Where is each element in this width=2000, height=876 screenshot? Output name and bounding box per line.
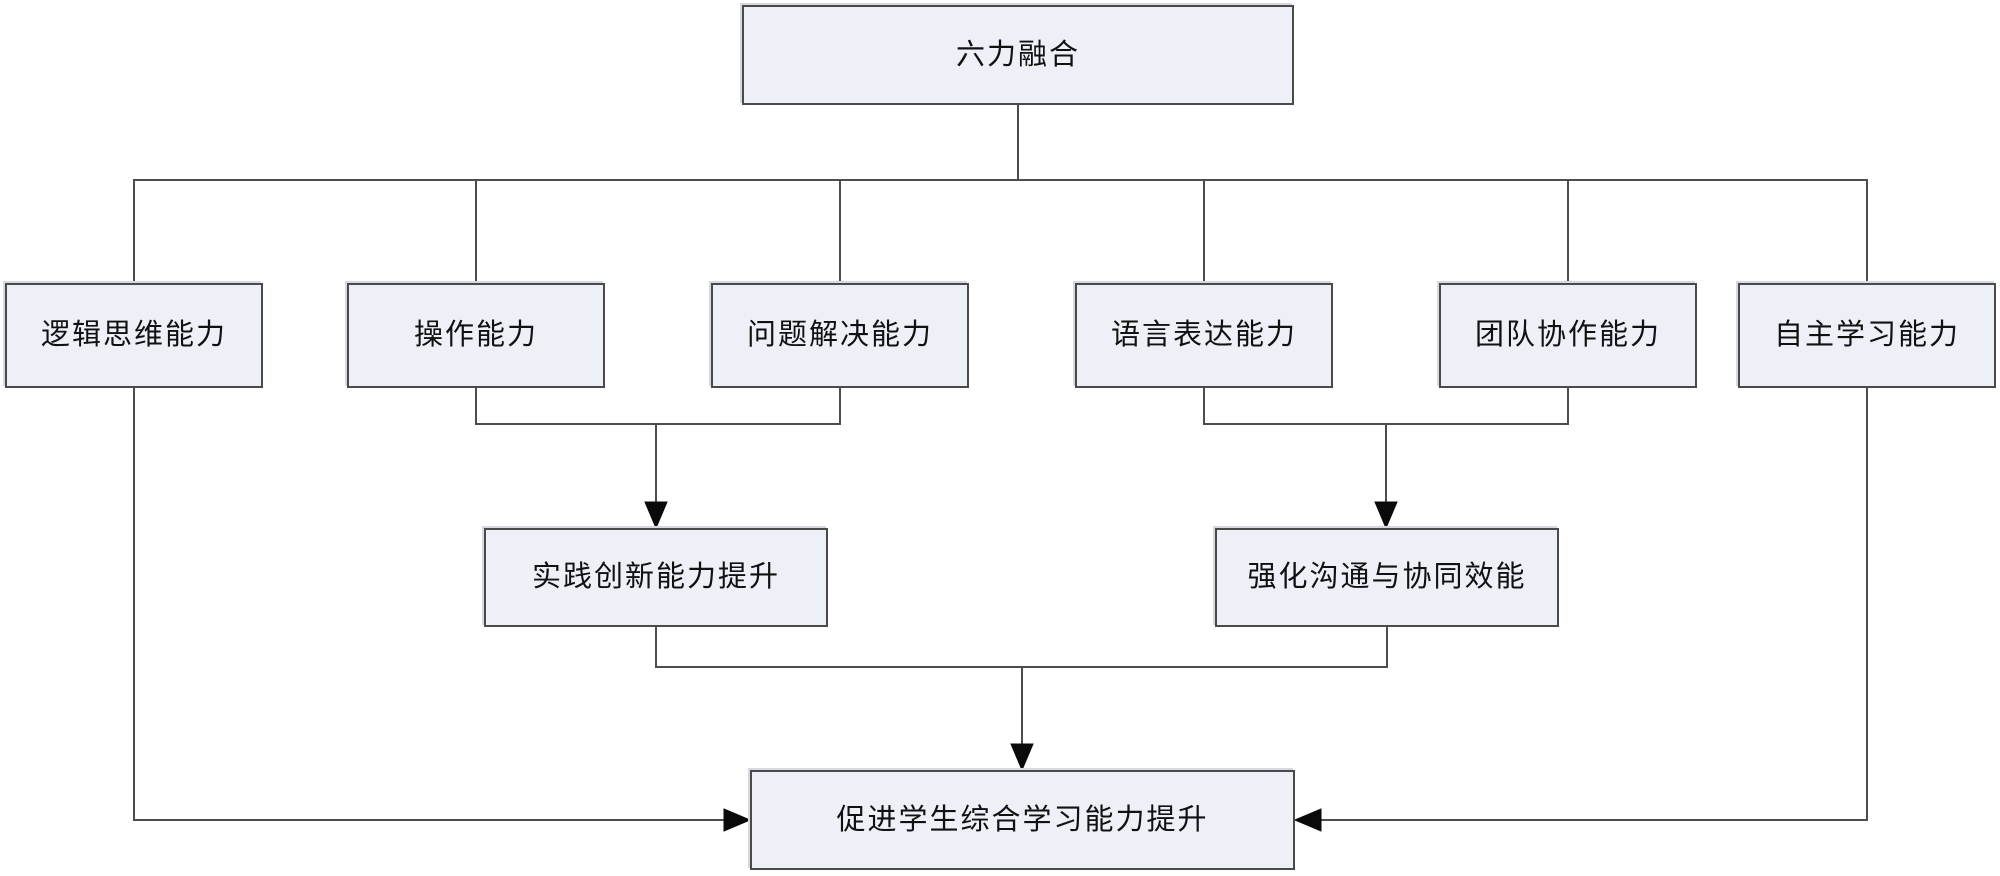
node-practice-innovation-label: 实践创新能力提升 — [531, 561, 780, 594]
node-language-expression: 语言表达能力 — [1075, 283, 1333, 388]
node-communication-synergy-label: 强化沟通与协同效能 — [1247, 561, 1527, 594]
connector-join-operational-problem — [475, 388, 841, 425]
node-communication-synergy: 强化沟通与协同效能 — [1215, 528, 1559, 627]
node-self-directed-learning-label: 自主学习能力 — [1773, 319, 1960, 352]
connector-join-language-team — [1203, 388, 1569, 425]
arrowhead-practice-innovation — [644, 501, 668, 530]
node-operational-ability: 操作能力 — [347, 283, 605, 388]
connector-join-intermediates — [655, 627, 1388, 668]
node-problem-solving-label: 问题解决能力 — [746, 319, 933, 352]
node-practice-innovation: 实践创新能力提升 — [484, 528, 828, 627]
node-self-directed-learning: 自主学习能力 — [1738, 283, 1996, 388]
node-six-forces-fusion-label: 六力融合 — [955, 38, 1080, 71]
node-six-forces-fusion: 六力融合 — [742, 5, 1294, 105]
node-operational-ability-label: 操作能力 — [413, 319, 538, 352]
node-team-collaboration: 团队协作能力 — [1439, 283, 1697, 388]
connector-bus-line — [133, 179, 1868, 283]
node-logical-thinking-label: 逻辑思维能力 — [40, 319, 227, 352]
node-logical-thinking: 逻辑思维能力 — [5, 283, 263, 388]
node-language-expression-label: 语言表达能力 — [1110, 319, 1297, 352]
arrowhead-outcome-right — [1293, 808, 1322, 832]
arrowhead-communication-synergy — [1374, 501, 1398, 530]
connector-logical-thinking-to-outcome — [133, 388, 727, 821]
node-overall-learning-outcome: 促进学生综合学习能力提升 — [750, 770, 1295, 870]
node-problem-solving: 问题解决能力 — [711, 283, 969, 388]
connector-self-learning-to-outcome — [1318, 388, 1868, 821]
node-team-collaboration-label: 团队协作能力 — [1474, 319, 1661, 352]
node-overall-learning-outcome-label: 促进学生综合学习能力提升 — [836, 803, 1209, 836]
arrowhead-outcome-left — [723, 808, 752, 832]
arrowhead-outcome-top — [1010, 743, 1034, 772]
